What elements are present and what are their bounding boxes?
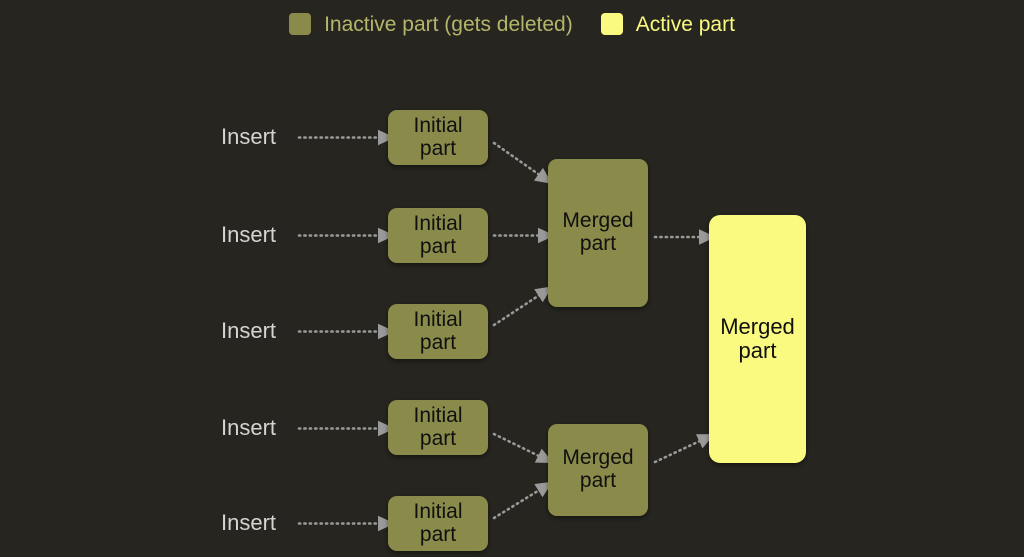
initial-part-label-1: Initial part (413, 113, 463, 160)
initial-part-box-1[interactable]: Initial part (388, 110, 488, 165)
merged-part-label-2: Merged part (562, 446, 634, 492)
arrow-merged2-to-final (653, 434, 715, 464)
insert-label-5: Insert (221, 510, 277, 535)
initial-part-label-5: Initial part (413, 499, 463, 546)
initial-part-label-2: Initial part (413, 211, 463, 258)
final-merged-part-box[interactable]: Merged part (709, 215, 806, 463)
arrow-initial5-to-merged2 (492, 481, 553, 520)
initial-part-label-4: Initial part (413, 403, 463, 450)
initial-part-box-4[interactable]: Initial part (388, 400, 488, 455)
final-merged-part-label: Merged part (720, 314, 795, 363)
initial-part-label-3: Initial part (413, 307, 463, 354)
insert-label-3: Insert (221, 318, 277, 343)
arrow-initial3-to-merged1 (492, 286, 553, 327)
arrow-initial1-to-merged1 (492, 141, 553, 184)
merged-part-box-2[interactable]: Merged part (548, 424, 648, 516)
merged-part-label-1: Merged part (562, 209, 634, 255)
insert-label-1: Insert (221, 124, 277, 149)
merged-part-box-1[interactable]: Merged part (548, 159, 648, 307)
arrow-initial4-to-merged2 (492, 432, 554, 464)
insert-label-4: Insert (221, 415, 277, 440)
initial-part-box-5[interactable]: Initial part (388, 496, 488, 551)
initial-part-box-2[interactable]: Initial part (388, 208, 488, 263)
initial-part-box-3[interactable]: Initial part (388, 304, 488, 359)
insert-label-2: Insert (221, 222, 277, 247)
